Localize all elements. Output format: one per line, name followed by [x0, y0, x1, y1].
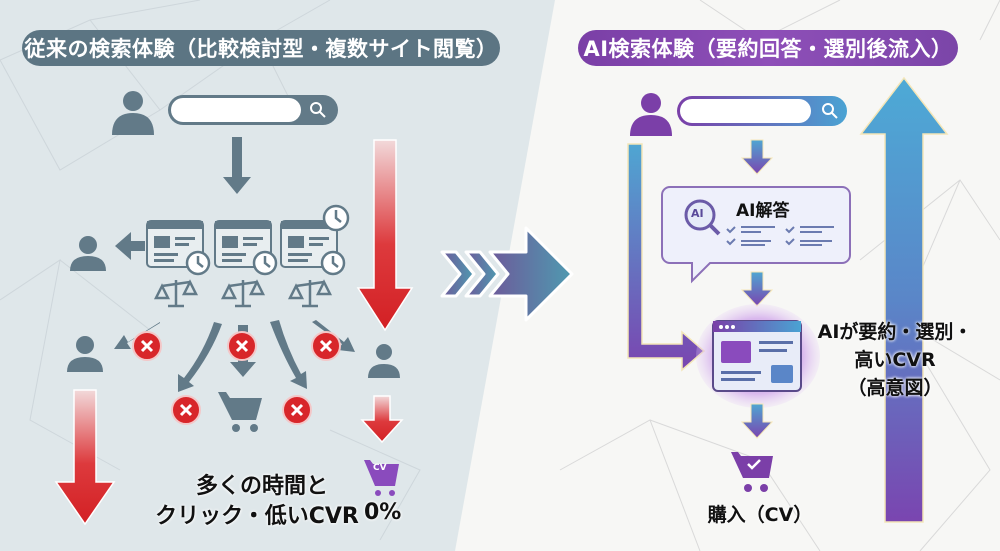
cart-icon [218, 392, 262, 432]
ai-answer-bubble [661, 186, 851, 284]
left-caption-line1: 多くの時間と [195, 474, 328, 499]
scales-icons [153, 279, 333, 308]
down-arrow-icon [740, 139, 774, 175]
search-icon [310, 102, 322, 114]
x-mark-icons [132, 331, 341, 425]
left-search-bar[interactable] [168, 95, 338, 125]
left-caption-line2: クリック・低いCVR [155, 504, 359, 529]
red-down-arrow-small [360, 395, 404, 444]
side-label-line1: AIが要約・選別・ [817, 321, 973, 343]
bounce-user-icon [67, 336, 103, 372]
ai-badge: AI [691, 207, 704, 220]
magnifier-ai-icon [684, 199, 716, 231]
clock-icons [185, 204, 350, 276]
down-arrow-icon [223, 137, 251, 194]
down-arrow-icon [740, 271, 774, 307]
right-panel-title: AI検索体験（要約回答・選別後流入） [578, 30, 958, 66]
search-icon [822, 103, 834, 115]
browser-windows [146, 220, 338, 268]
exit-user-icon [70, 236, 106, 271]
left-arrow-icon [115, 232, 145, 260]
side-label-line2: 高いCVR [854, 349, 936, 371]
late-user-icon [368, 344, 400, 378]
direct-flow-arrow [627, 143, 706, 372]
left-panel-background [0, 0, 555, 551]
transition-arrow-icon [440, 226, 574, 322]
red-down-arrow-left [54, 389, 116, 526]
selected-site-window-icon [712, 320, 802, 392]
right-search-bar[interactable] [677, 96, 847, 126]
cv-rate-value: 0% [364, 500, 402, 525]
left-title-text: 従来の検索体験（比較検討型・複数サイト閲覧） [24, 37, 498, 61]
network-lines-right [559, 0, 1000, 551]
left-user-icon [112, 91, 154, 135]
checklist-icon [726, 226, 834, 246]
purchase-label: 購入（CV） [707, 504, 813, 526]
cart-check-icon [731, 452, 773, 492]
side-label-line3: （高意図） [847, 377, 943, 399]
high-cvr-up-arrow [859, 76, 949, 523]
red-down-arrow-long [356, 139, 414, 332]
left-panel-title: 従来の検索体験（比較検討型・複数サイト閲覧） [22, 30, 500, 66]
right-title-text: AI検索体験（要約回答・選別後流入） [583, 37, 953, 61]
ai-answer-label: AI解答 [736, 201, 790, 221]
right-user-icon [630, 93, 672, 136]
cv-badge-label: CV [373, 463, 387, 473]
down-arrow-icon [740, 403, 774, 439]
cv-cart-icon [364, 460, 399, 496]
